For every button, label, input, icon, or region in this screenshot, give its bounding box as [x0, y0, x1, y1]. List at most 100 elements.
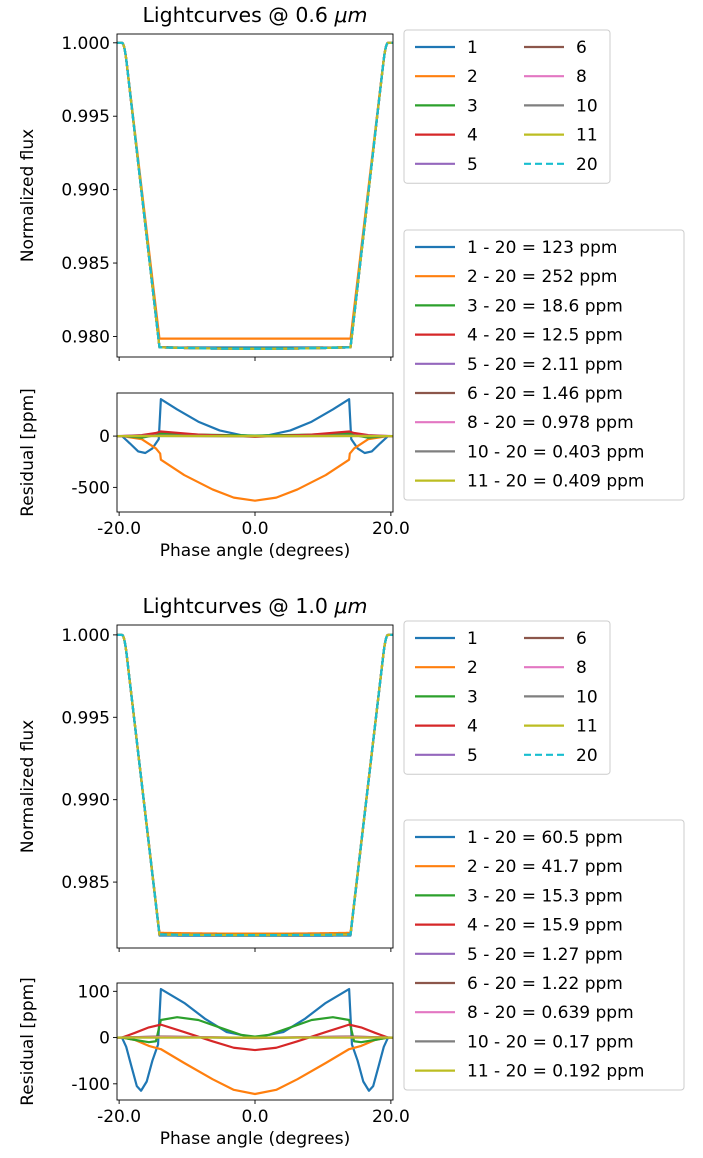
res-06-legend-box — [403, 229, 685, 501]
flux-10-series-line — [117, 633, 393, 935]
flux-10-series-line — [117, 633, 393, 937]
flux-10-series-line — [117, 633, 393, 937]
flux-10-legend-box — [403, 620, 611, 775]
flux-06-series-line — [117, 41, 393, 350]
flux-06-legend-label: 4 — [467, 126, 478, 146]
res-10-ylabel: Residual [ppm] — [18, 977, 38, 1106]
flux-10-ytick-label: 0.990 — [61, 791, 110, 811]
flux-06-series-line — [117, 41, 393, 350]
flux-06-legend-label: 5 — [467, 155, 478, 175]
flux-10-legend-label: 3 — [467, 687, 478, 707]
res-06-ytick-label: 0 — [99, 427, 110, 447]
flux-06-series-line — [117, 41, 393, 340]
res-06-xtick-label: 0.0 — [241, 519, 268, 539]
flux-10-series-line — [117, 633, 393, 937]
flux-10-series-line — [117, 633, 393, 937]
flux-06-series-line — [117, 41, 393, 350]
flux-06-legend-label: 6 — [576, 38, 587, 58]
res-06-legend-label: 2 - 20 = 252 ppm — [467, 267, 617, 287]
res-10-legend-label: 1 - 20 = 60.5 ppm — [467, 828, 623, 848]
flux-06-ytick-label: 1.000 — [61, 34, 110, 54]
flux-10-title-prefix: Lightcurves @ 1.0 — [143, 594, 335, 618]
res-06-xtick-label: 20.0 — [372, 519, 410, 539]
flux-06-ytick-label: 0.980 — [61, 327, 110, 347]
flux-10-legend-label: 20 — [576, 746, 598, 766]
flux-06-series-line — [117, 41, 393, 350]
res-10-legend-label: 4 - 20 = 15.9 ppm — [467, 916, 623, 936]
flux-06-ytick-label: 0.995 — [61, 107, 110, 127]
res-06-ytick-label: -500 — [71, 478, 110, 498]
flux-10-plot-area — [117, 633, 393, 937]
flux-10-series-line — [117, 633, 393, 937]
flux-10-series-line — [117, 633, 393, 937]
res-06-xlabel: Phase angle (degrees) — [160, 541, 350, 561]
flux-06-title-unit: μm — [333, 3, 367, 27]
res-10-legend-label: 3 - 20 = 15.3 ppm — [467, 886, 623, 906]
flux-10-frame — [116, 624, 394, 949]
res-06-plot-area — [117, 398, 393, 502]
flux-06-series-line — [117, 41, 393, 349]
flux-06-legend-label: 2 — [467, 67, 478, 87]
res-06-legend-label: 5 - 20 = 2.11 ppm — [467, 355, 623, 375]
flux-10-title: Lightcurves @ 1.0 μm — [143, 594, 368, 618]
flux-10-legend-label: 4 — [467, 717, 478, 737]
flux-10-series-line — [117, 633, 393, 937]
res-06-legend-label: 6 - 20 = 1.46 ppm — [467, 384, 623, 404]
res-10-ytick-label: 0 — [99, 1029, 110, 1049]
flux-10-legend-label: 11 — [576, 717, 598, 737]
res-10-legend-label: 11 - 20 = 0.192 ppm — [467, 1062, 644, 1082]
res-10-series-line — [117, 1036, 393, 1096]
res-10-legend-label: 6 - 20 = 1.22 ppm — [467, 974, 623, 994]
res-10-xtick-label: 20.0 — [372, 1107, 410, 1127]
res-10-xtick-label: 0.0 — [241, 1107, 268, 1127]
res-10-plot-area — [117, 987, 393, 1096]
res-06-legend-label: 11 - 20 = 0.409 ppm — [467, 472, 644, 492]
res-06-xtick-label: -20.0 — [97, 519, 141, 539]
flux-10-legend-label: 1 — [467, 629, 478, 649]
res-10-legend-label: 5 - 20 = 1.27 ppm — [467, 945, 623, 965]
res-10-xtick-label: -20.0 — [97, 1107, 141, 1127]
flux-06-series-line — [117, 41, 393, 350]
res-06-series-line — [117, 434, 393, 502]
flux-06-legend-label: 11 — [576, 126, 598, 146]
res-10-legend-label: 2 - 20 = 41.7 ppm — [467, 857, 623, 877]
flux-10-title-unit: μm — [333, 594, 367, 618]
flux-06-series-line — [117, 41, 393, 350]
flux-06-legend-label: 8 — [576, 67, 587, 87]
flux-10-legend-label: 6 — [576, 629, 587, 649]
flux-06-legend-label: 3 — [467, 96, 478, 116]
res-10-legend-label: 8 - 20 = 0.639 ppm — [467, 1003, 634, 1023]
flux-06-title-prefix: Lightcurves @ 0.6 — [143, 3, 335, 27]
res-10-legend-label: 10 - 20 = 0.17 ppm — [467, 1032, 634, 1052]
flux-06-legend-box — [403, 29, 611, 184]
flux-10-legend-label: 8 — [576, 658, 587, 678]
res-10-series-line — [117, 987, 393, 1092]
flux-06-legend-label: 20 — [576, 155, 598, 175]
res-10-series-line — [117, 1023, 393, 1052]
res-06-legend-label: 10 - 20 = 0.403 ppm — [467, 442, 644, 462]
flux-06-series-line — [117, 41, 393, 350]
flux-06-series-line — [117, 41, 393, 350]
flux-10-series-line — [117, 633, 393, 937]
res-10-legend-box — [403, 819, 685, 1091]
flux-10-legend-label: 5 — [467, 746, 478, 766]
flux-10-ytick-label: 0.985 — [61, 873, 110, 893]
res-10-ytick-label: -100 — [71, 1075, 110, 1095]
flux-10-ytick-label: 0.995 — [61, 708, 110, 728]
res-06-legend-label: 3 - 20 = 18.6 ppm — [467, 296, 623, 316]
res-06-ylabel: Residual [ppm] — [18, 388, 38, 517]
res-10-ytick-label: 100 — [78, 982, 110, 1002]
flux-06-ytick-label: 0.985 — [61, 254, 110, 274]
res-06-legend-label: 4 - 20 = 12.5 ppm — [467, 326, 623, 346]
flux-06-legend-label: 10 — [576, 96, 598, 116]
res-06-series-line — [117, 398, 393, 455]
res-06-legend-label: 1 - 20 = 123 ppm — [467, 238, 617, 258]
flux-06-plot-area — [117, 41, 393, 350]
res-10-xlabel: Phase angle (degrees) — [160, 1129, 350, 1149]
flux-10-series-line — [117, 633, 393, 937]
flux-06-ylabel: Normalized flux — [18, 129, 38, 262]
flux-10-ytick-label: 1.000 — [61, 626, 110, 646]
flux-06-ytick-label: 0.990 — [61, 181, 110, 201]
res-06-legend-label: 8 - 20 = 0.978 ppm — [467, 413, 634, 433]
